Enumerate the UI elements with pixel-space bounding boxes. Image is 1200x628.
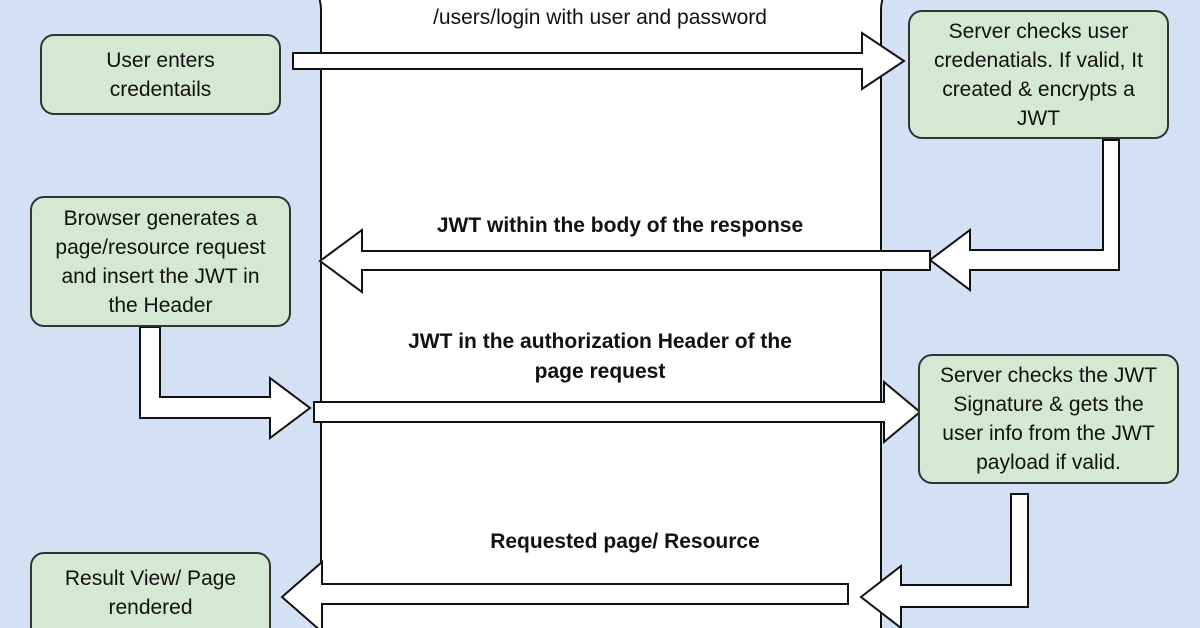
browser-request-node: Browser generates a page/resource reques… bbox=[30, 196, 291, 327]
server-checks-credentials-node: Server checks user credenatials. If vali… bbox=[908, 10, 1169, 139]
server-down-arrow bbox=[859, 493, 1029, 628]
jwt-response-arrow bbox=[928, 139, 1120, 292]
jwt-header-arrow bbox=[313, 379, 922, 445]
login-edge-label: /users/login with user and password bbox=[433, 6, 767, 29]
requested-page-arrow bbox=[280, 559, 849, 628]
jwt-header-edge-label: JWT in the authorization Header of the p… bbox=[408, 330, 792, 383]
jwt-response-edge-label: JWT within the body of the response bbox=[436, 214, 804, 237]
server-checks-jwt-node: Server checks the JWT Signature & gets t… bbox=[918, 354, 1179, 484]
browser-down-arrow bbox=[139, 326, 312, 440]
user-enters-credentials-node: User enters credentails bbox=[40, 34, 281, 115]
requested-page-edge-label: Requested page/ Resource bbox=[490, 530, 760, 553]
login-arrow bbox=[292, 31, 906, 91]
jwt-response-return-arrow bbox=[318, 228, 931, 294]
result-view-node: Result View/ Page rendered bbox=[30, 552, 271, 628]
